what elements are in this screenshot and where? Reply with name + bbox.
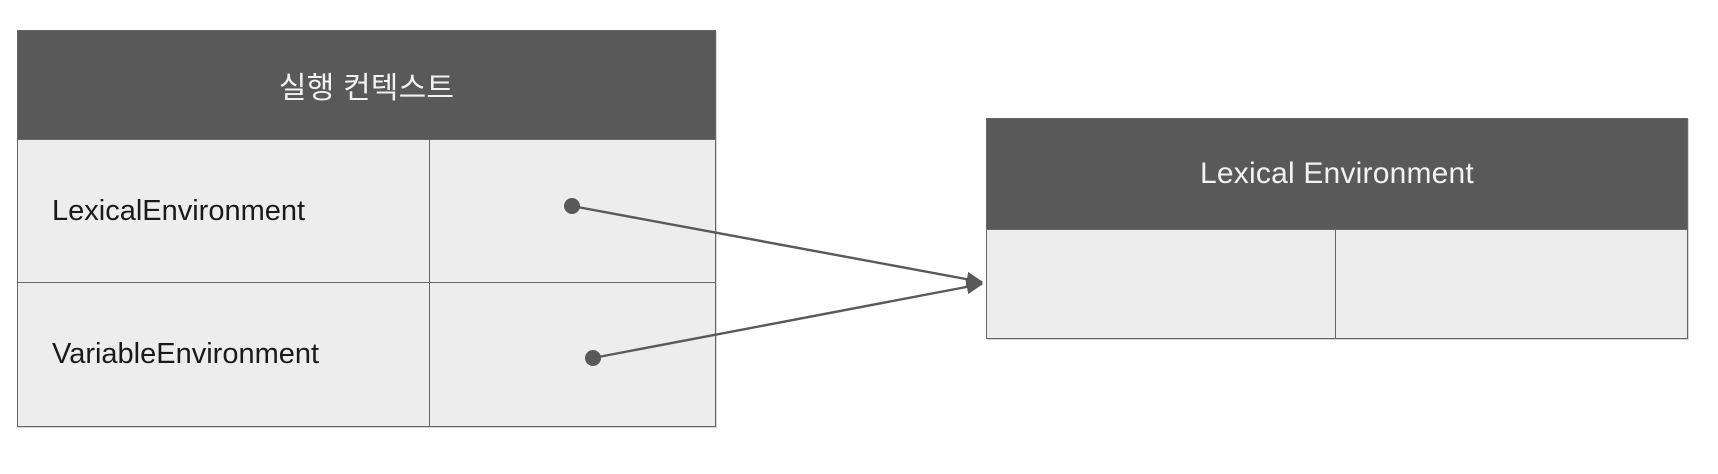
variable-environment-label: VariableEnvironment	[52, 338, 320, 370]
row-value-lexical-environment[interactable]	[430, 140, 715, 282]
lexical-environment-body	[987, 230, 1687, 338]
lexical-environment-cell-left[interactable]	[987, 230, 1336, 338]
row-key-lexical-environment: LexicalEnvironment	[18, 140, 430, 282]
row-key-variable-environment: VariableEnvironment	[18, 283, 430, 426]
lexical-environment-header: Lexical Environment	[987, 119, 1687, 230]
execution-context-node[interactable]: 실행 컨텍스트 LexicalEnvironment VariableEnvir…	[17, 30, 716, 427]
table-row[interactable]: VariableEnvironment	[18, 283, 715, 426]
lexical-environment-cell-right[interactable]	[1336, 230, 1687, 338]
lexical-environment-label: LexicalEnvironment	[52, 194, 306, 227]
table-row[interactable]: LexicalEnvironment	[18, 140, 715, 283]
execution-context-header: 실행 컨텍스트	[18, 31, 715, 140]
row-value-variable-environment[interactable]	[430, 283, 715, 426]
lexical-environment-node[interactable]: Lexical Environment	[986, 118, 1688, 339]
